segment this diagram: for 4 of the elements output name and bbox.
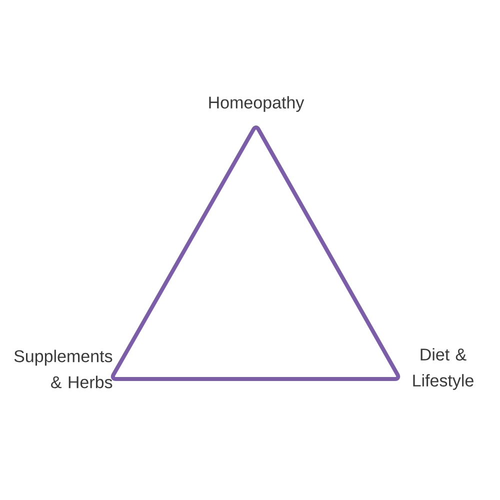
triangle-shape: [110, 126, 400, 381]
vertex-label: Diet & Lifestyle: [413, 348, 474, 390]
vertex-label: Supplements & Herbs: [14, 350, 112, 388]
vertex-label: Homeopathy: [209, 96, 304, 112]
